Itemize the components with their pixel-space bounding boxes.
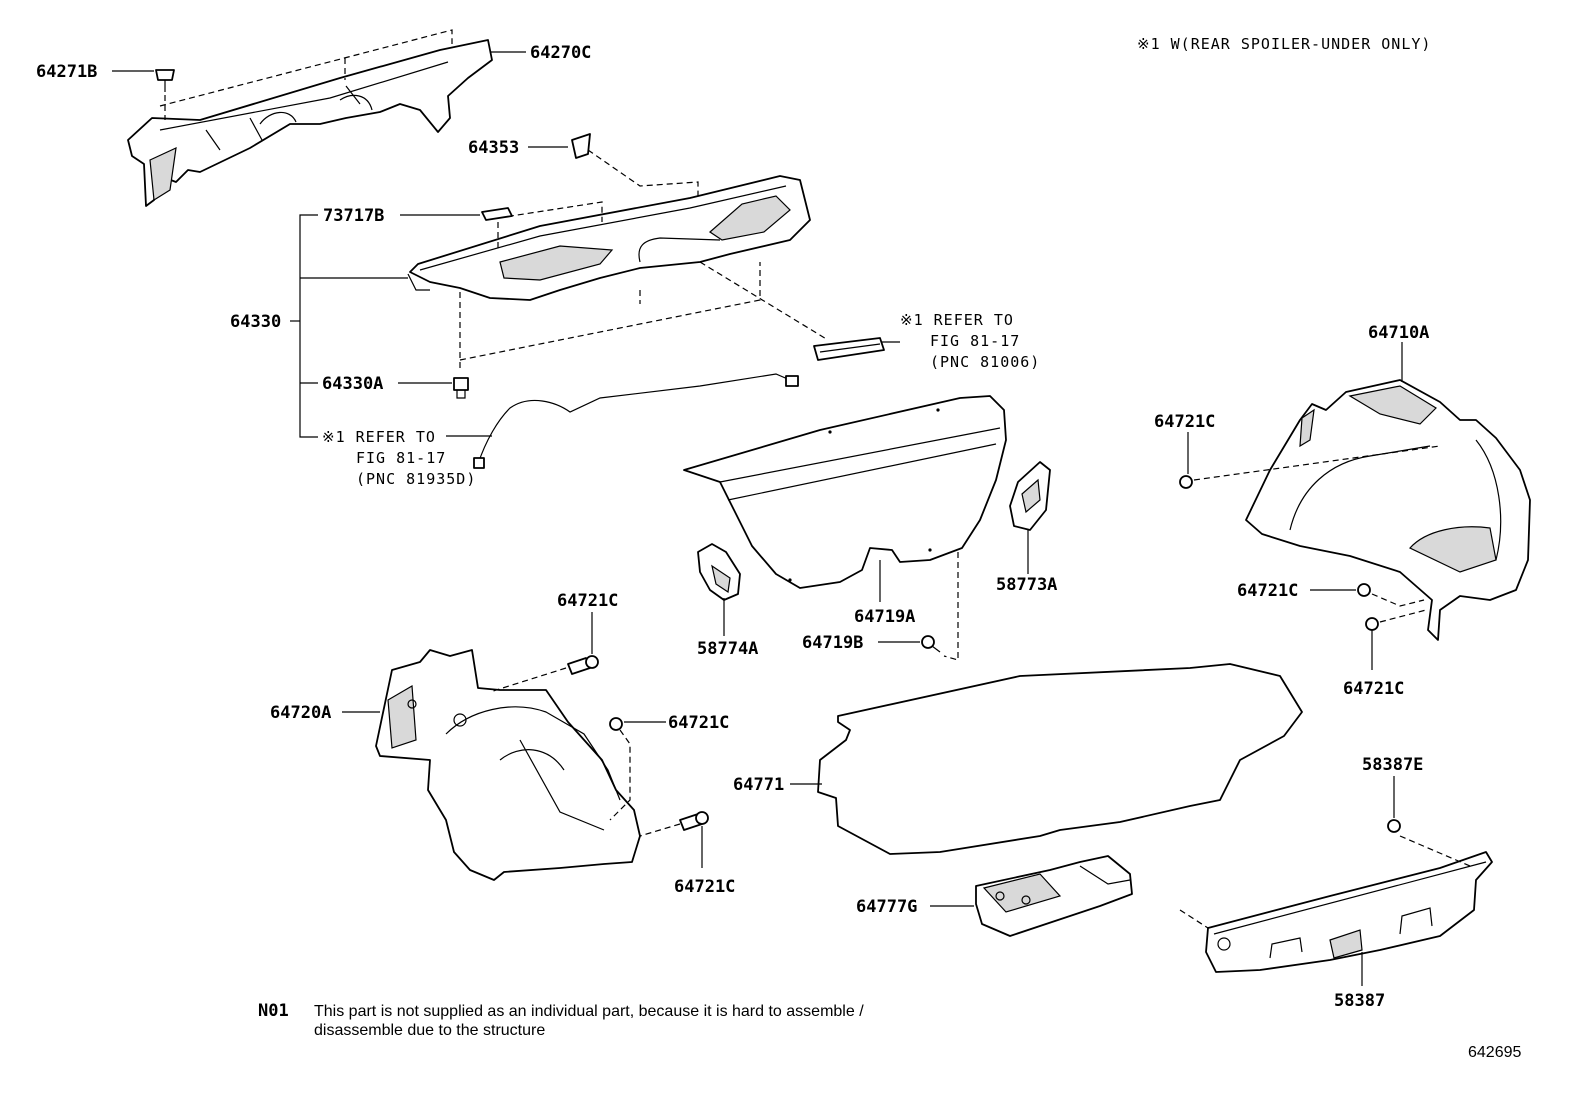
fastener-hole <box>828 430 832 434</box>
clip-64721c[interactable] <box>1357 583 1371 597</box>
assembly-line <box>639 823 681 837</box>
assembly-line <box>159 29 453 107</box>
ref-note-1-line2: FIG 81-17 <box>356 449 446 467</box>
label-64721c-e[interactable]: 64721C <box>668 713 729 733</box>
label-64721c-d[interactable]: 64721C <box>557 591 618 611</box>
label-64721c-a[interactable]: 64721C <box>1154 412 1215 432</box>
header-note: ※1 W(REAR SPOILER-UNDER ONLY) <box>1137 35 1431 53</box>
clip-64721c[interactable] <box>609 717 623 731</box>
label-64777g[interactable]: 64777G <box>856 897 917 917</box>
clip-64721c[interactable] <box>1179 475 1193 489</box>
figure-id: 642695 <box>1468 1044 1521 1061</box>
fastener-hole <box>788 578 792 582</box>
part-64771-trunk-mat[interactable] <box>817 663 1303 855</box>
ref-note-2-line2: FIG 81-17 <box>930 332 1020 350</box>
assembly-line <box>587 149 699 196</box>
assembly-line <box>609 729 631 821</box>
assembly-line <box>1379 609 1427 623</box>
ref-note-1-line3: (PNC 81935D) <box>356 470 476 488</box>
label-64710a[interactable]: 64710A <box>1368 323 1429 343</box>
ref-note-2-line1: ※1 REFER TO <box>900 311 1014 329</box>
assembly-line <box>1193 445 1441 481</box>
label-64719a[interactable]: 64719A <box>854 607 915 627</box>
part-58773a-cover[interactable] <box>1009 461 1051 531</box>
ref-note-2-line3: (PNC 81006) <box>930 353 1040 371</box>
assembly-line <box>943 552 959 661</box>
part-64270c-upper-trim[interactable] <box>127 39 493 207</box>
label-64271b[interactable]: 64271B <box>36 62 97 82</box>
label-64330a[interactable]: 64330A <box>322 374 383 394</box>
connector <box>473 457 485 469</box>
assembly-line <box>459 262 761 361</box>
clip-64721c[interactable] <box>1365 617 1379 631</box>
part-58774a-cover[interactable] <box>697 543 741 601</box>
part-64719a-trunk-lid-trim[interactable] <box>683 395 1007 589</box>
part-58387-rear-sill-trim[interactable] <box>1205 851 1493 973</box>
label-58387e[interactable]: 58387E <box>1362 755 1423 775</box>
part-64720a-left-side-trim[interactable] <box>375 649 641 881</box>
part-64710a-right-side-trim[interactable] <box>1245 379 1531 641</box>
part-wire-harness[interactable] <box>477 373 791 465</box>
fastener-hole <box>936 408 940 412</box>
assembly-line <box>1399 835 1471 867</box>
label-64719b[interactable]: 64719B <box>802 633 863 653</box>
clip-64330a[interactable] <box>453 377 469 399</box>
clip-64353[interactable] <box>571 133 591 159</box>
clip-58387e[interactable] <box>1387 819 1401 833</box>
fastener-hole <box>928 548 932 552</box>
label-64330[interactable]: 64330 <box>230 312 281 332</box>
ref-note-1-line1: ※1 REFER TO <box>322 428 436 446</box>
label-73717b[interactable]: 73717B <box>323 206 384 226</box>
footnote-code: N01 <box>258 1001 289 1021</box>
clip-64721c[interactable] <box>567 655 599 675</box>
footnote-line1: This part is not supplied as an individu… <box>314 1003 864 1020</box>
part-64777g-tray[interactable] <box>975 855 1133 937</box>
assembly-line <box>497 201 603 248</box>
footnote-line2: disassemble due to the structure <box>314 1022 545 1039</box>
assembly-line <box>1179 909 1209 929</box>
assembly-line <box>699 261 829 341</box>
clip-64719b[interactable] <box>921 635 941 653</box>
label-64721c-b[interactable]: 64721C <box>1237 581 1298 601</box>
label-64353[interactable]: 64353 <box>468 138 519 158</box>
label-58773a[interactable]: 58773A <box>996 575 1057 595</box>
label-58387[interactable]: 58387 <box>1334 991 1385 1011</box>
label-64771[interactable]: 64771 <box>733 775 784 795</box>
bracket-64330 <box>299 214 408 438</box>
assembly-line <box>489 667 567 693</box>
part-64330-package-tray[interactable] <box>407 175 811 301</box>
connector <box>785 375 799 387</box>
clip-64271b[interactable] <box>155 69 175 92</box>
label-64721c-c[interactable]: 64721C <box>1343 679 1404 699</box>
clip-64721c[interactable] <box>679 811 709 831</box>
label-64270c[interactable]: 64270C <box>530 43 591 63</box>
part-73717b-pad[interactable] <box>481 207 513 221</box>
label-58774a[interactable]: 58774A <box>697 639 758 659</box>
label-64720a[interactable]: 64720A <box>270 703 331 723</box>
part-high-mount-stop-lamp[interactable] <box>813 337 885 361</box>
label-64721c-f[interactable]: 64721C <box>674 877 735 897</box>
assembly-line <box>1371 593 1425 607</box>
